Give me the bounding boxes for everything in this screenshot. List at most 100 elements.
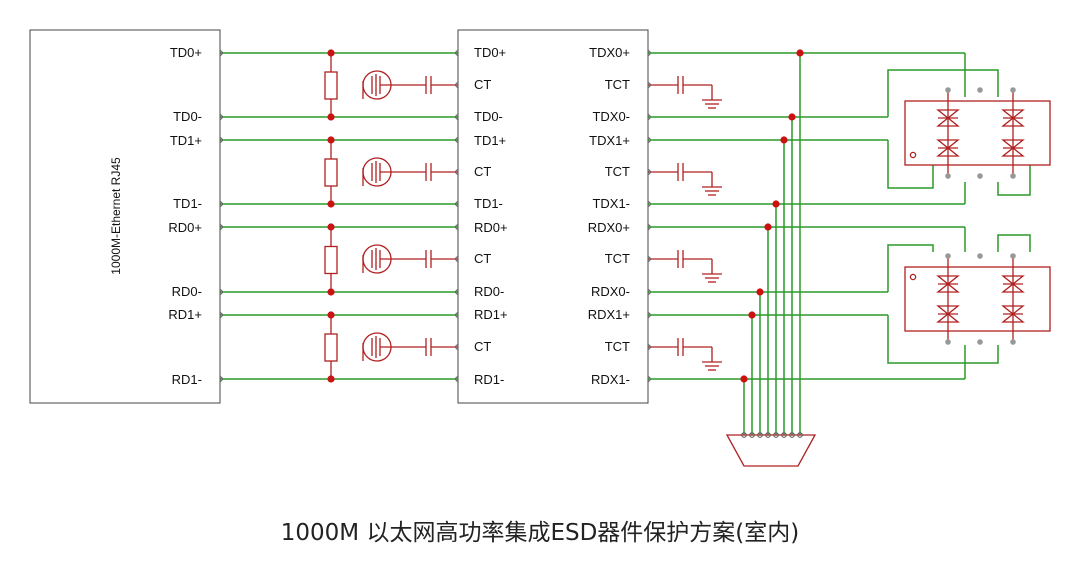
tvs-feed-wire — [887, 315, 999, 364]
junction-dot — [764, 223, 772, 231]
tvs-feed-wire — [997, 165, 1031, 196]
pin1-marker — [909, 273, 917, 281]
transformer-pin-label: TDX1+ — [589, 133, 630, 148]
tvs-diode-symbol — [936, 313, 960, 323]
tvs-diode-symbol — [936, 275, 960, 285]
tvs-pin — [977, 87, 983, 93]
transformer-pin-label: TCT — [605, 251, 630, 266]
tvs-pin — [977, 173, 983, 179]
tvs-diode-symbol — [936, 117, 960, 127]
resistor-icon — [324, 158, 338, 187]
connector-pin — [789, 432, 795, 438]
resistor-icon — [324, 245, 338, 275]
transformer-pin-label: RDX0+ — [588, 220, 630, 235]
transformer-pin-label: CT — [474, 164, 491, 179]
connector-pin — [773, 432, 779, 438]
tvs-diode-symbol — [1001, 275, 1025, 285]
tvs-diode-symbol — [936, 139, 960, 149]
tvs-feed-wire — [887, 69, 999, 117]
connector-pin — [757, 432, 763, 438]
tvs-pin — [1010, 87, 1016, 93]
tvs-diode-symbol — [1001, 305, 1025, 315]
transformer-pin-label: RDX0- — [591, 284, 630, 299]
tvs-feed-wire — [997, 234, 1031, 252]
transformer-pin-label: TDX0+ — [589, 45, 630, 60]
transformer-pin-label: RD0- — [474, 284, 504, 299]
tvs-pin — [1010, 253, 1016, 259]
resistor-icon — [324, 333, 338, 362]
tvs-pin — [1010, 339, 1016, 345]
rj45-pin-label: RD0- — [172, 284, 202, 299]
tvs-diode-symbol — [936, 109, 960, 119]
junction-dot — [740, 375, 748, 383]
connector-pin — [797, 432, 803, 438]
connector-pin — [749, 432, 755, 438]
transformer-pin-label: TD0+ — [474, 45, 506, 60]
transformer-pin-label: RD1- — [474, 372, 504, 387]
transformer-left-pin-labels: TD0+ CT TD0- TD1+ CT TD1- RD0+ CT RD0- R… — [474, 45, 508, 387]
junction-dot — [788, 113, 796, 121]
pin1-marker — [909, 151, 917, 159]
junction-dot — [756, 288, 764, 296]
schematic-wiring — [217, 49, 1051, 467]
tvs-feed-wire — [887, 244, 934, 292]
tvs-pin — [945, 339, 951, 345]
tvs-pin — [977, 339, 983, 345]
rj45-pin-label: TD1- — [173, 196, 202, 211]
tvs-diode-array-icon — [904, 253, 1051, 345]
rj45-label: 1000M-Ethernet RJ45 — [109, 157, 123, 275]
connector-pin — [741, 432, 747, 438]
tvs-pin — [945, 173, 951, 179]
tvs-diode-symbol — [1001, 283, 1025, 293]
tvs-diode-symbol — [936, 283, 960, 293]
transformer-pin-label: TDX1- — [592, 196, 630, 211]
rj45-pin-labels: TD0+ TD0- TD1+ TD1- RD0+ RD0- RD1+ RD1- — [168, 45, 202, 387]
transformer-pin-label: RDX1+ — [588, 307, 630, 322]
transformer-pin-label: TCT — [605, 164, 630, 179]
tvs-pin — [1010, 173, 1016, 179]
tvs-diode-symbol — [1001, 109, 1025, 119]
junction-dot — [780, 136, 788, 144]
transformer-pin-label: RD1+ — [474, 307, 508, 322]
connector-icon — [725, 434, 817, 467]
rj45-pin-label: RD1- — [172, 372, 202, 387]
tvs-package-outline — [904, 100, 1051, 166]
transformer-pin-label: RD0+ — [474, 220, 508, 235]
connector-pin — [781, 432, 787, 438]
tvs-diode-symbol — [936, 147, 960, 157]
tvs-diode-symbol — [1001, 117, 1025, 127]
transformer-pin-label: TCT — [605, 77, 630, 92]
transformer-pin-label: RDX1- — [591, 372, 630, 387]
transformer-pin-label: CT — [474, 251, 491, 266]
transformer-right-pin-labels: TDX0+ TCT TDX0- TDX1+ TCT TDX1- RDX0+ TC… — [588, 45, 630, 387]
junction-dot — [748, 311, 756, 319]
resistor-icon — [324, 71, 338, 100]
transformer-pin-label: TD1+ — [474, 133, 506, 148]
junction-dot — [772, 200, 780, 208]
tvs-package-outline — [904, 266, 1051, 332]
rj45-pin-label: TD0- — [173, 109, 202, 124]
tvs-pin — [977, 253, 983, 259]
diagram-caption: 1000M 以太网高功率集成ESD器件保护方案(室内) — [281, 520, 799, 546]
rj45-pin-label: RD1+ — [168, 307, 202, 322]
junction-dot — [796, 49, 804, 57]
transformer-pin-label: CT — [474, 339, 491, 354]
tvs-feed-wire — [887, 140, 934, 189]
tvs-diode-symbol — [1001, 139, 1025, 149]
transformer-pin-label: TCT — [605, 339, 630, 354]
rj45-pin-label: TD0+ — [170, 45, 202, 60]
tvs-diode-symbol — [1001, 313, 1025, 323]
transformer-pin-label: TD1- — [474, 196, 503, 211]
transformer-pin-label: TD0- — [474, 109, 503, 124]
transformer-pin-label: TDX0- — [592, 109, 630, 124]
rj45-pin-label: RD0+ — [168, 220, 202, 235]
rj45-pin-label: TD1+ — [170, 133, 202, 148]
tvs-diode-array-icon — [904, 87, 1051, 179]
transformer-box — [457, 29, 649, 404]
transformer-pin-label: CT — [474, 77, 491, 92]
tvs-pin — [945, 253, 951, 259]
tvs-pin — [945, 87, 951, 93]
tvs-diode-symbol — [936, 305, 960, 315]
